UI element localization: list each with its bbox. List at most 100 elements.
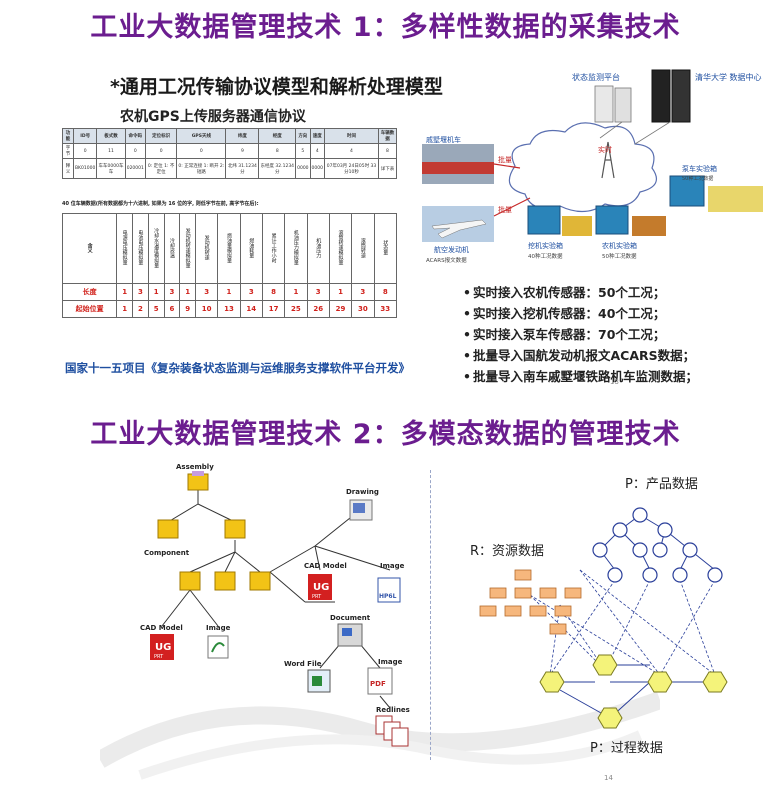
table-cell: 机油压力: [306, 213, 330, 284]
table-cell: 4: [324, 143, 379, 159]
table-cell: 时间: [324, 128, 379, 144]
protocol-model-subtitle: *通用工况传输协议模型和解析处理模型: [110, 76, 443, 98]
list-item: 批量导入南车戚墅堰铁路机车监测数据；: [463, 366, 698, 387]
sensor-table-note: 40 位车辆数据(所有数据都为十六进制, 如果为 16 位的字, 则低字节在前,…: [62, 201, 259, 207]
graph-node: [682, 542, 698, 558]
table-cell: 5: [147, 300, 165, 318]
server-icon: [594, 85, 614, 123]
table-cell: 燃油量模拟量: [217, 213, 241, 284]
header-label: 燃油耗量: [248, 237, 255, 258]
rack-server-icon: [651, 69, 671, 123]
table-cell: 机油压力模拟量: [284, 213, 308, 284]
table-cell: 8: [261, 283, 286, 301]
process-data-label: P：过程数据: [590, 741, 663, 756]
access-bullet-list: 实时接入农机传感器：50个工况； 实时接入挖机传感器：40个工况； 实时接入泵车…: [463, 282, 698, 387]
table-cell: 详下表: [377, 158, 398, 179]
image-label: Image: [206, 624, 231, 632]
ag-lab-label: 农机实验箱: [602, 241, 637, 250]
excavator-lab-label: 挖机实验箱: [528, 241, 563, 250]
table-cell: 纬度: [225, 128, 260, 144]
table-cell: 东经度 32.1234分: [258, 158, 297, 179]
table-cell: 含义: [61, 213, 118, 284]
table-cell: 10: [195, 300, 219, 318]
prp-data-graph: P：产品数据 R：资源数据 P：过程数据: [470, 477, 728, 756]
ag-lab-box: [595, 205, 629, 235]
graph-node: [702, 671, 728, 693]
aero-engine-sub-label: ACARS报文数据: [426, 256, 467, 264]
table-cell: 命令码: [124, 128, 146, 144]
graph-node: [564, 587, 582, 599]
table-cell: 33: [373, 300, 398, 318]
hp6l-badge-text: HP6L: [379, 593, 397, 600]
list-item: 实时接入农机传感器：50个工况；: [463, 282, 698, 303]
table-cell: 滚筒转速: [351, 213, 375, 284]
table-cell: 3: [163, 283, 181, 301]
table-cell: 方向: [295, 128, 311, 144]
component-icon: [249, 571, 271, 591]
table-cell: BK01000: [72, 158, 98, 179]
header-label: 发动机转速: [203, 235, 210, 260]
pump-lab-sub-label: 50种工况数据: [682, 175, 713, 182]
header-label: 冷却液温: [168, 237, 175, 258]
table-row: 长度 1 3 1 3 1 3 1 3 8 1 3 1 3 8: [61, 283, 398, 301]
graph-node: [549, 623, 567, 635]
graph-node: [479, 605, 497, 617]
graph-node: [657, 522, 673, 538]
table-cell: 北纬 31.1234分: [225, 158, 260, 179]
product-data-label: P：产品数据: [625, 477, 698, 492]
graph-node: [642, 567, 658, 583]
resource-data-label: R：资源数据: [470, 544, 544, 559]
table-cell: 冷却水温度模拟量: [147, 213, 165, 284]
table-cell: 1: [284, 283, 308, 301]
image-file-icon: [207, 635, 229, 659]
component-icon: [179, 571, 201, 591]
slide-multimodal-tech: 工业大数据管理技术 2：多模态数据的管理技术: [0, 400, 771, 805]
table-cell: 1: [217, 283, 241, 301]
ug-file-icon: [150, 634, 174, 660]
pdf-badge-text: PDF: [370, 680, 386, 688]
table-cell: 发动机转速: [195, 213, 219, 284]
table-cell: 0: [124, 143, 146, 159]
status-platform-label: 状态监测平台: [572, 72, 620, 82]
table-cell: 1: [116, 283, 134, 301]
excavator-image: [562, 216, 592, 236]
table-cell: 5: [295, 143, 311, 159]
graph-node: [529, 605, 547, 617]
component-label: Component: [144, 549, 190, 557]
table-cell: 6: [163, 300, 181, 318]
header-label: 电池电压模拟量: [137, 230, 144, 265]
graph-node: [504, 605, 522, 617]
drawing-label: Drawing: [346, 488, 379, 496]
ag-lab-sub-label: 50种工况数据: [602, 252, 637, 260]
table-cell: 1: [147, 283, 165, 301]
table-cell: 9: [225, 143, 260, 159]
graph-node: [592, 654, 618, 676]
table-cell: 1: [116, 300, 134, 318]
slide-title: 工业大数据管理技术 1：多样性数据的采集技术: [90, 12, 681, 43]
image-file-icon: [377, 577, 401, 603]
list-item: 实时接入挖机传感器：40个工况；: [463, 303, 698, 324]
table-cell: 17: [261, 300, 286, 318]
table-row: 起始位置 1 2 5 6 9 10 13 14 17 25 26 29 30 3…: [61, 300, 398, 318]
table-cell: 字节: [62, 143, 74, 159]
component-icon: [157, 519, 179, 539]
table-row: 字节 0 11 0 0 0 9 8 5 4 4 8: [62, 143, 398, 159]
table-cell: 3: [351, 283, 375, 301]
project-note: 国家十一五项目《复杂装备状态监测与运维服务支撑软件平台开发》: [65, 361, 410, 375]
product-nodes: [592, 507, 723, 583]
list-item: 实时接入泵车传感器：70个工况；: [463, 324, 698, 345]
graph-node: [632, 507, 648, 523]
graph-node: [514, 587, 532, 599]
table-cell: 14: [239, 300, 263, 318]
header-label: 累计工作小时: [270, 232, 277, 263]
tree-edges: [161, 490, 391, 709]
ug-badge-text: UG: [155, 642, 171, 653]
image-label: Image: [380, 562, 405, 570]
ug-file-icon: [308, 574, 332, 600]
list-item: 批量导入国航发动机报文ACARS数据；: [463, 345, 698, 366]
graph-node: [514, 569, 532, 581]
ug-badge-text: UG: [313, 582, 329, 593]
cad-model-label: CAD Model: [304, 562, 347, 570]
table-cell: 燃油耗量: [239, 213, 263, 284]
graph-node: [592, 542, 608, 558]
